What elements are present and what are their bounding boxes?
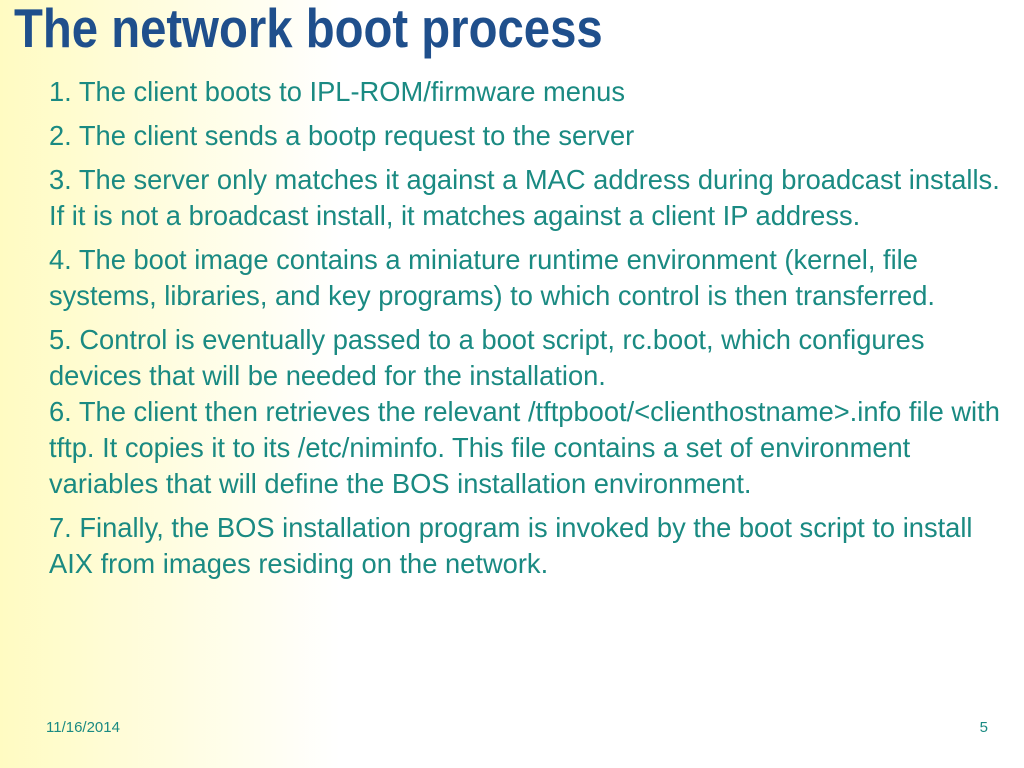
step-4: 4. The boot image contains a miniature r… [49, 244, 935, 311]
step-7: 7. Finally, the BOS installation program… [49, 512, 973, 579]
footer-date: 11/16/2014 [46, 719, 120, 736]
step-list: 1. The client boots to IPL-ROM/firmware … [49, 74, 1004, 590]
page-number: 5 [979, 719, 988, 736]
step-1: 1. The client boots to IPL-ROM/firmware … [49, 76, 625, 107]
step-2: 2. The client sends a bootp request to t… [49, 120, 635, 151]
slide-title: The network boot process [14, 0, 603, 59]
step-6: 6. The client then retrieves the relevan… [49, 396, 1000, 499]
step-5: 5. Control is eventually passed to a boo… [49, 324, 925, 391]
step-3: 3. The server only matches it against a … [49, 164, 1000, 231]
